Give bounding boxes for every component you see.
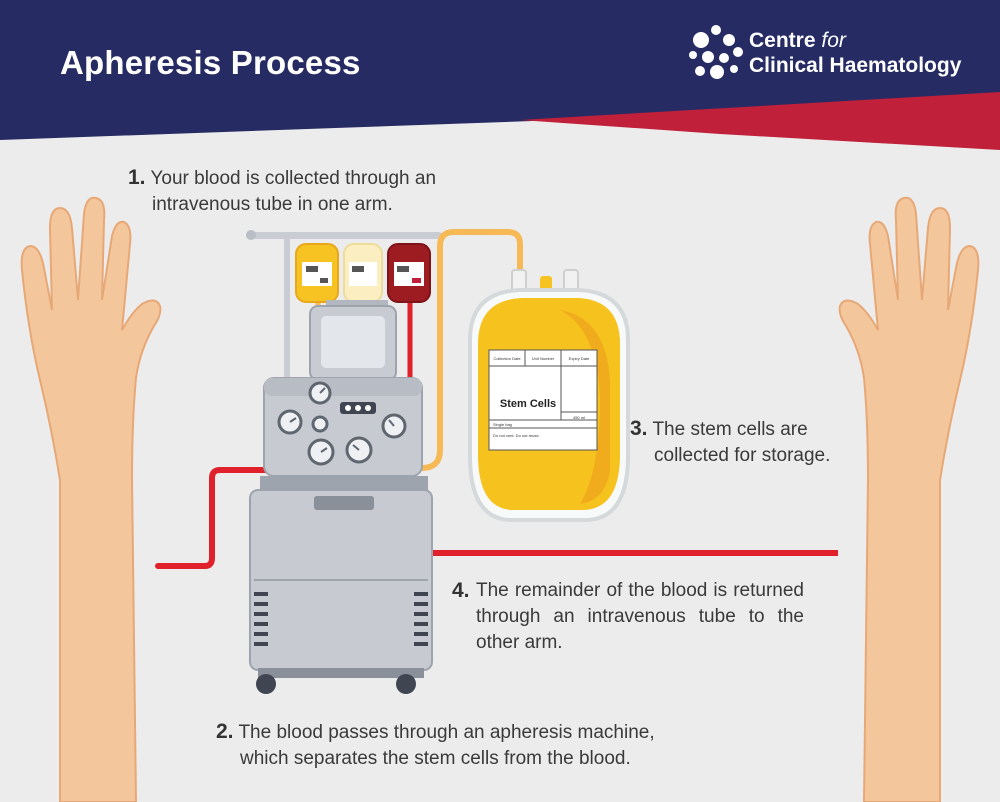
bag-col3: Expiry Date <box>569 356 590 361</box>
step-2: 2. The blood passes through an apheresis… <box>216 719 736 772</box>
bag-volume: 450 ml <box>573 415 585 420</box>
bag-warning: Do not vent. Do not reuse. <box>493 433 540 438</box>
bag-col1: Collection Date <box>493 356 521 361</box>
logo-word-centre: Centre <box>749 29 816 52</box>
step-1-number: 1. <box>128 166 146 189</box>
stem-cell-bag <box>468 269 630 522</box>
step-2-number: 2. <box>216 720 234 743</box>
step-3-line-1: The stem cells are <box>652 419 808 440</box>
bag-single: Single bag <box>493 422 512 427</box>
logo-line-1: Centre for <box>749 28 961 53</box>
logo-dots-icon <box>689 25 743 79</box>
logo-text: Centre for Clinical Haematology <box>749 28 961 78</box>
step-4-text: The remainder of the blood is returned t… <box>476 580 804 653</box>
step-3: 3. The stem cells are collected for stor… <box>630 416 870 469</box>
step-3-line-2: collected for storage. <box>654 445 831 466</box>
iv-pole <box>246 230 442 388</box>
small-bag-yellow <box>295 243 339 303</box>
header-band <box>0 0 1000 150</box>
small-bag-cream <box>343 243 383 303</box>
logo-word-for: for <box>821 29 846 52</box>
step-2-line-1: The blood passes through an apheresis ma… <box>238 722 655 743</box>
logo-line-2: Clinical Haematology <box>749 54 962 77</box>
stem-bag-label-text: Collection Date Unit Number Expiry Date … <box>493 356 590 438</box>
left-hand-icon <box>20 196 162 802</box>
step-1-line-2: intravenous tube in one arm. <box>152 194 393 215</box>
right-hand-icon <box>838 196 980 802</box>
page-title: Apheresis Process <box>60 44 361 81</box>
bag-title: Stem Cells <box>500 398 556 410</box>
stem-tube <box>421 229 523 471</box>
bag-col2: Unit Number <box>532 356 555 361</box>
step-4-number: 4. <box>452 579 470 602</box>
step-2-line-2: which separates the stem cells from the … <box>240 748 631 769</box>
small-bag-red <box>387 243 431 303</box>
step-3-number: 3. <box>630 417 648 440</box>
apheresis-machine <box>249 300 433 694</box>
return-tube-left <box>155 467 273 569</box>
step-1-line-1: Your blood is collected through an <box>150 168 437 189</box>
step-1: 1. Your blood is collected through an in… <box>128 165 548 218</box>
